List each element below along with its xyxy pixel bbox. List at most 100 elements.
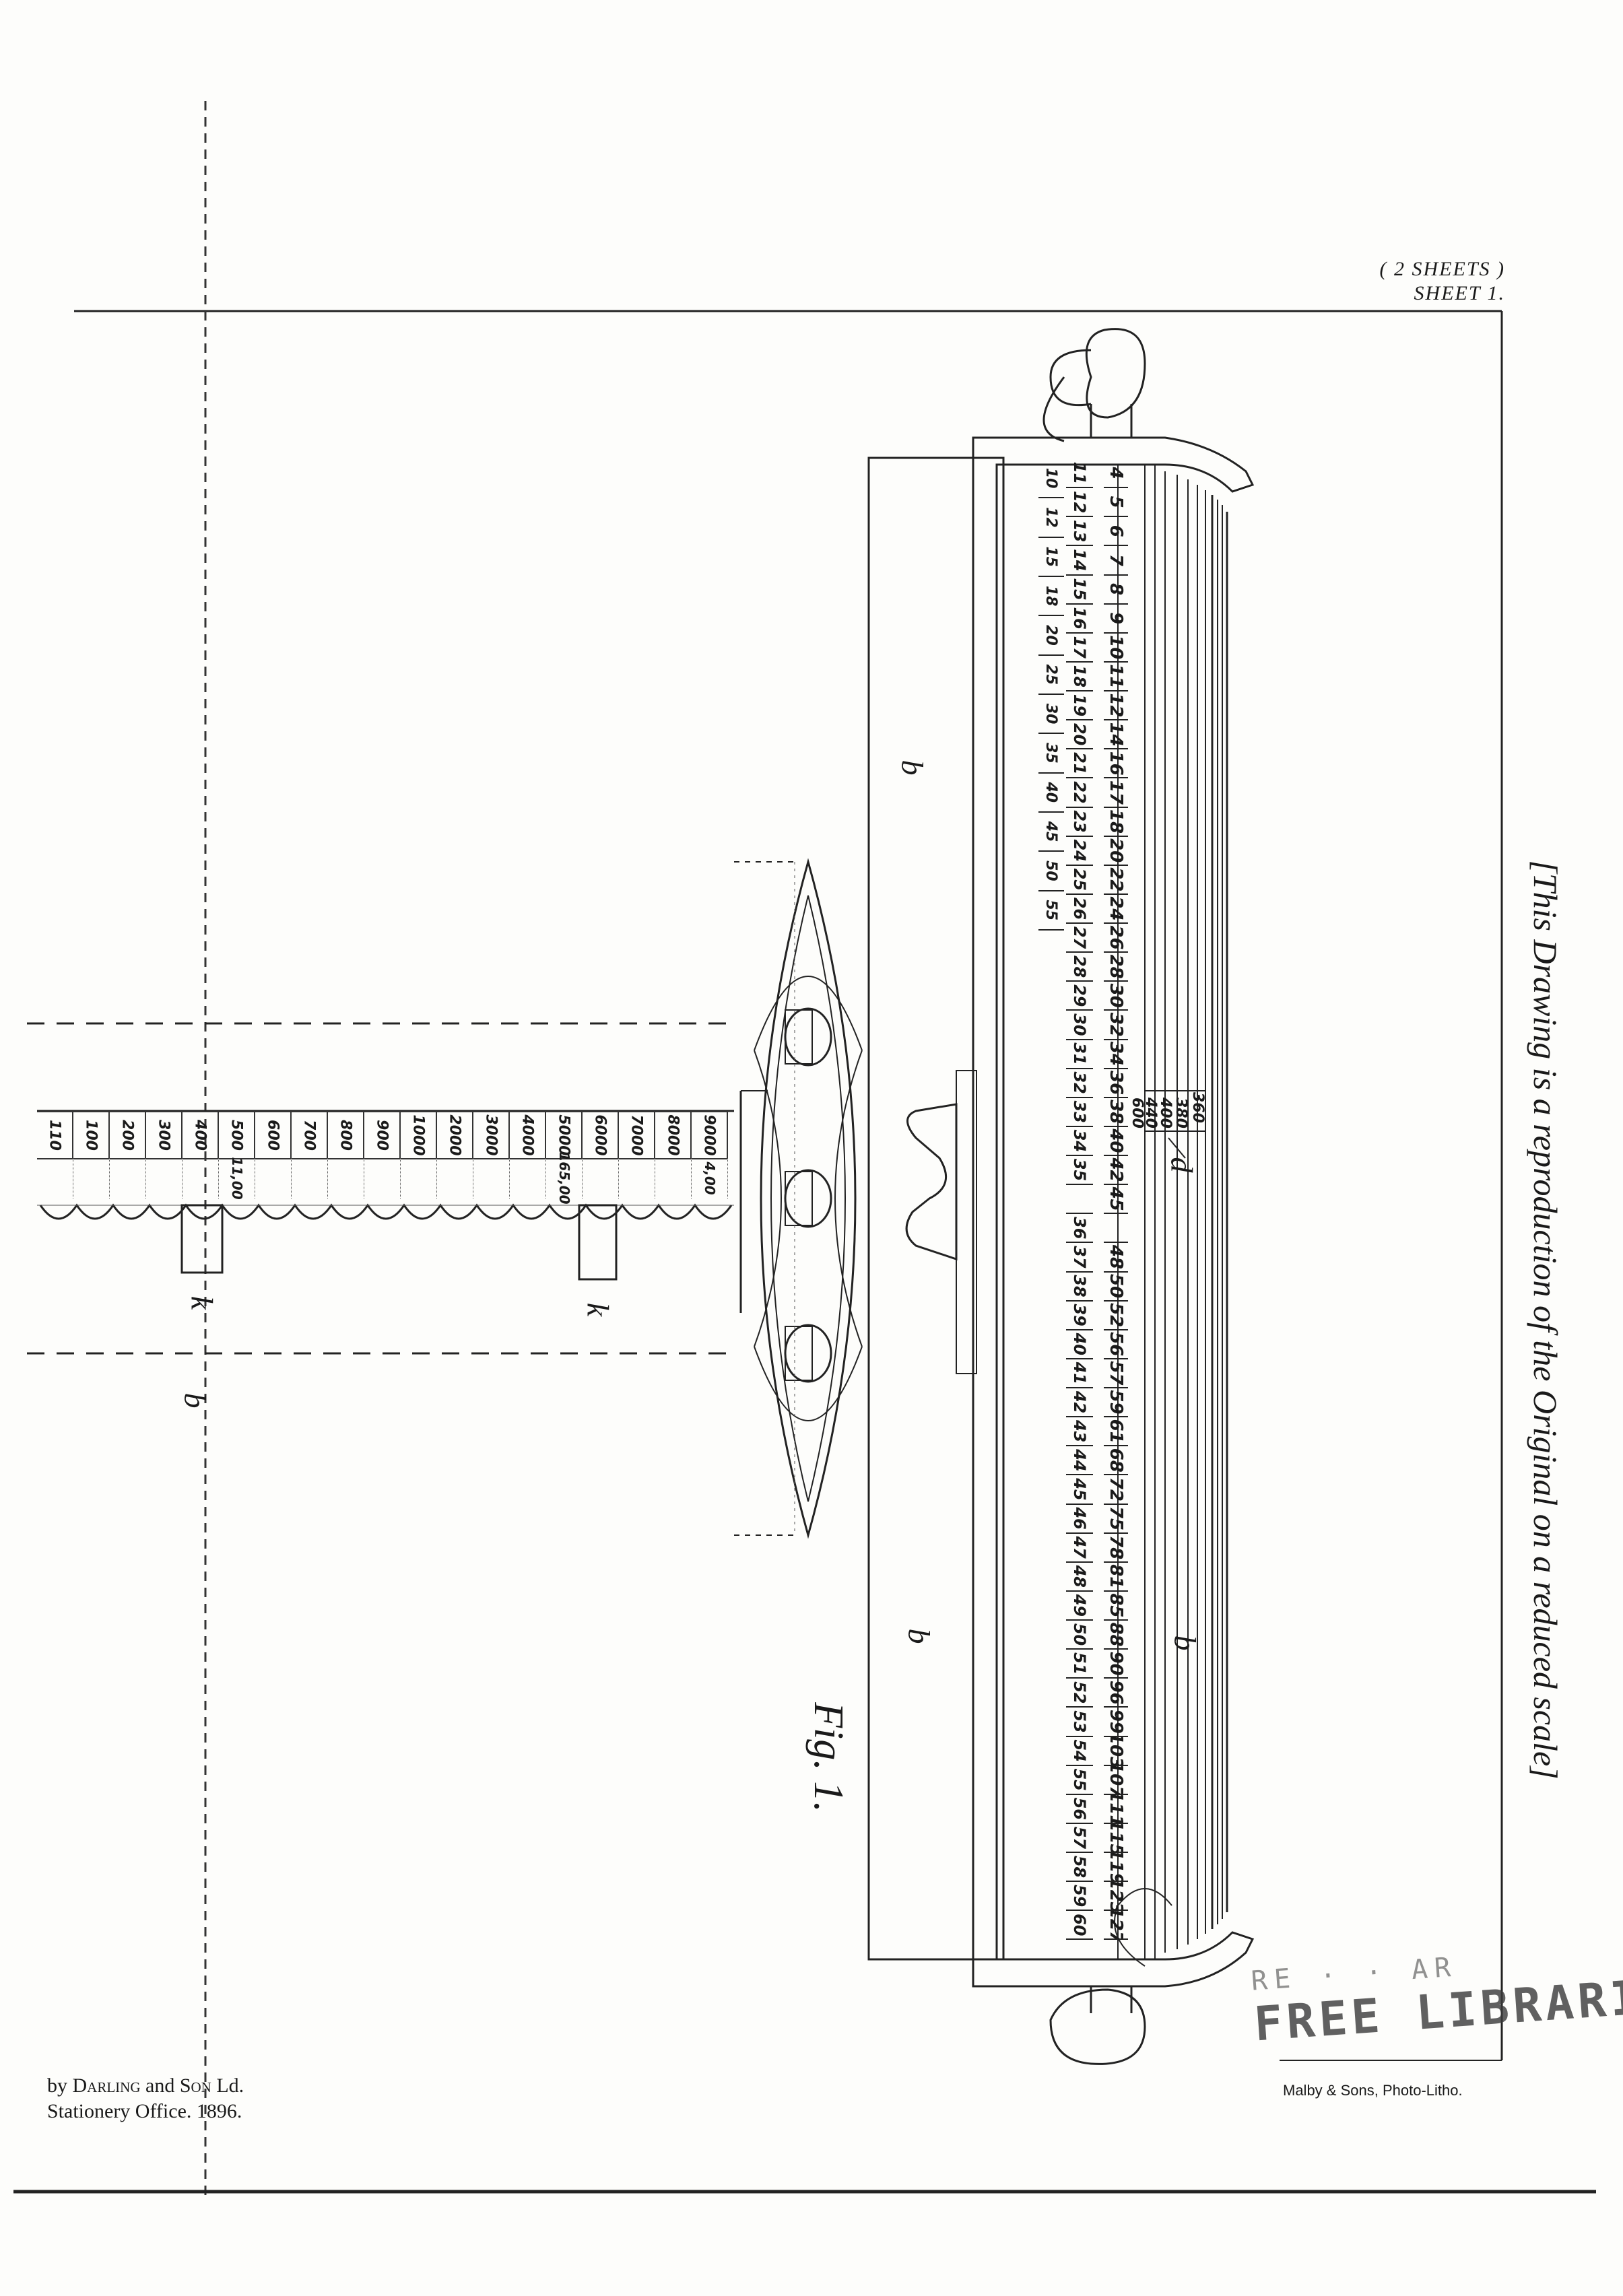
subscale-cell — [401, 1158, 437, 1198]
drum-cell: 36 — [1066, 1214, 1093, 1244]
drum-cell: 40 — [1104, 1126, 1128, 1156]
knob-top-face — [1085, 328, 1146, 419]
subscale-label: 165,00 — [556, 1152, 572, 1205]
drum-cell: 18 — [1066, 662, 1093, 691]
scale-cell: 5000 — [546, 1111, 583, 1159]
drum-cell: 58 — [1066, 1853, 1093, 1883]
drum-cell: 20 — [1066, 720, 1093, 750]
drum-cell: 37 — [1066, 1243, 1093, 1273]
ref-letter-b-lower-left: b — [178, 1392, 213, 1409]
drum-cell: 8 — [1104, 575, 1128, 605]
scale-cell: 9000 — [692, 1111, 728, 1159]
drum-cell: 21 — [1066, 749, 1093, 779]
scale-cell: 900 — [364, 1111, 401, 1159]
drum-cell: 25 — [1038, 655, 1064, 695]
sheet-header: ( 2 SHEETS ) SHEET 1. — [1283, 257, 1505, 306]
base-block — [867, 457, 1005, 1961]
drum-cell: 6 — [1104, 517, 1128, 547]
ref-letter-k1: k — [185, 1295, 220, 1310]
drum-cell: 75 — [1104, 1504, 1128, 1534]
printer-mid: and — [145, 2074, 175, 2097]
subscale-cell — [473, 1158, 510, 1198]
drum-cell: 12 — [1038, 498, 1064, 538]
drum-cell: 61 — [1104, 1417, 1128, 1447]
drum-cell: 24 — [1066, 836, 1093, 866]
scale-cell-label: 100 — [82, 1120, 100, 1151]
drum-cell: 14 — [1066, 546, 1093, 576]
subscale-cell — [328, 1158, 364, 1198]
drum-cell: 39 — [1066, 1301, 1093, 1330]
scale-cell-label: 600 — [264, 1120, 281, 1151]
drum-cell: 34 — [1066, 1126, 1093, 1156]
scale-cell-label: 7000 — [628, 1114, 645, 1156]
drum-cell: 26 — [1066, 894, 1093, 924]
scale-cell-label: 110 — [46, 1120, 63, 1151]
scale-cell-label: 700 — [300, 1120, 318, 1151]
drum-cell: 42 — [1104, 1156, 1128, 1186]
drum-cell: 32 — [1104, 1011, 1128, 1040]
drum-cell: 18 — [1104, 807, 1128, 837]
drum-cell: 45 — [1038, 812, 1064, 852]
drum-cell: 56 — [1104, 1330, 1128, 1359]
drum-cell: 48 — [1104, 1243, 1128, 1273]
subscale-label: 4,00 — [701, 1161, 718, 1195]
drum-cell: 44 — [1066, 1446, 1093, 1476]
scale-cell-label: 800 — [337, 1120, 354, 1151]
scale-cell: 6000 — [583, 1111, 619, 1159]
drum-cell: 88 — [1104, 1621, 1128, 1650]
scale-cell-label: 900 — [373, 1120, 391, 1151]
drum-cell: 57 — [1104, 1359, 1128, 1388]
office-credit: Stationery Office. 1896. — [47, 2100, 242, 2122]
drum-cell: 11 — [1066, 459, 1093, 489]
subscale-cell — [183, 1158, 219, 1198]
drum-cell: 81 — [1104, 1562, 1128, 1592]
drum-cell: 57 — [1066, 1823, 1093, 1853]
roller-top — [784, 1007, 832, 1067]
drum-cell: 55 — [1038, 891, 1064, 931]
subscale-cell — [364, 1158, 401, 1198]
scale-cell-label: 500 — [228, 1120, 245, 1151]
drum-cell: 46 — [1066, 1504, 1093, 1534]
scale-cell-label: 6000 — [591, 1114, 609, 1156]
drum-cell: 90 — [1104, 1650, 1128, 1679]
drum-cell: 59 — [1066, 1882, 1093, 1912]
printer-son: Son — [179, 2074, 211, 2097]
drum-cell: 72 — [1104, 1475, 1128, 1505]
drum-cell: 9 — [1104, 604, 1128, 634]
drum-cell: 28 — [1066, 953, 1093, 982]
drum-cell: 30 — [1038, 694, 1064, 735]
drum-cell: 54 — [1066, 1736, 1093, 1766]
drum-cell: 103 — [1104, 1736, 1128, 1766]
drum-marker-5: 600 — [1129, 1098, 1146, 1128]
drum-cell: 17 — [1066, 633, 1093, 663]
drum-cell: 35 — [1038, 734, 1064, 774]
drum-cell: 28 — [1104, 953, 1128, 982]
drum-cell: 40 — [1038, 773, 1064, 813]
drum-cell: 16 — [1104, 749, 1128, 779]
drum-cell: 30 — [1066, 1011, 1093, 1040]
scale-cell-label: 8000 — [664, 1114, 682, 1156]
drum-cell: 12 — [1066, 488, 1093, 518]
subscale-cell — [73, 1158, 110, 1198]
scale-cell-label: 3000 — [482, 1114, 500, 1156]
drum-cell: 31 — [1066, 1040, 1093, 1069]
drum-cell: 49 — [1066, 1591, 1093, 1621]
subscale-cell — [255, 1158, 292, 1198]
scale-cell-label: 9000 — [700, 1114, 718, 1156]
drum-cell: 23 — [1066, 807, 1093, 837]
drum-cell: 19 — [1066, 691, 1093, 721]
ref-letter-b-upper: b — [895, 759, 930, 776]
litho-credit: Malby & Sons, Photo-Litho. — [1283, 2082, 1463, 2099]
drum-cell: 17 — [1104, 778, 1128, 808]
drum-cell: 10 — [1104, 633, 1128, 663]
drum-cell: 38 — [1066, 1272, 1093, 1302]
drum-cell: 127 — [1104, 1911, 1128, 1940]
drum-cell: 10 — [1038, 459, 1064, 499]
drum-cell: 45 — [1066, 1475, 1093, 1505]
printer-prefix: by — [47, 2074, 67, 2097]
drum-cell: 50 — [1038, 852, 1064, 891]
drum-marker-2: 380 — [1172, 1098, 1189, 1128]
drum-cell: 4 — [1104, 459, 1128, 489]
drum-cell: 13 — [1066, 517, 1093, 547]
